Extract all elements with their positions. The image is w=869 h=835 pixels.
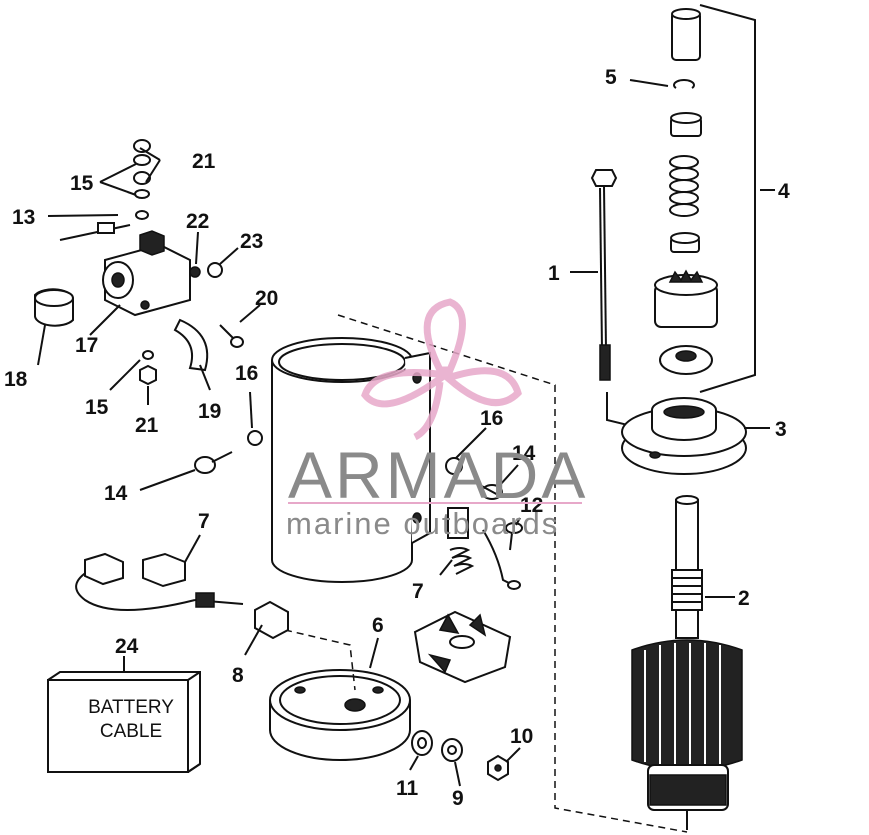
commutator-end-cap — [269, 669, 411, 761]
watermark-brand: ARMADA — [288, 438, 588, 512]
label-part-7-left: 7 — [198, 510, 210, 533]
terminal-insulator — [254, 600, 289, 640]
boot-18 — [33, 288, 75, 327]
spring-retainer — [670, 232, 700, 253]
label-part-8: 8 — [232, 664, 244, 687]
small-nut-22 — [189, 266, 201, 278]
assembly-outline — [337, 314, 688, 833]
label-part-17: 17 — [75, 334, 98, 357]
label-part-1: 1 — [548, 262, 560, 285]
label-part-12: 12 — [520, 494, 543, 517]
label-part-14-center: 14 — [512, 442, 536, 465]
hex-nut — [487, 754, 509, 782]
lock-washer-16-center — [445, 457, 463, 475]
label-part-11: 11 — [396, 777, 419, 800]
terminal-screw-14-center — [477, 483, 503, 500]
cap-guide — [284, 629, 356, 691]
drive-kit-bracket — [699, 4, 756, 393]
brush-lead — [482, 529, 521, 590]
small-nut-23 — [207, 262, 223, 278]
leader-lines — [37, 79, 775, 787]
armature — [631, 495, 743, 830]
label-part-16-center: 16 — [480, 407, 503, 430]
nut-washer-lower — [139, 350, 157, 386]
brush-cable-assembly — [75, 552, 244, 611]
nuts-and-washers-top — [133, 139, 151, 220]
part-labels: 5 4 1 3 2 21 15 13 22 23 20 17 18 16 15 … — [4, 66, 790, 810]
drive-end-cap — [621, 397, 747, 475]
anti-drift-spring — [669, 155, 699, 217]
lock-ring — [673, 79, 695, 89]
label-part-21-lower: 21 — [135, 414, 159, 437]
label-part-6: 6 — [372, 614, 384, 637]
flat-washer — [441, 738, 463, 762]
label-part-21-top: 21 — [192, 150, 216, 173]
label-part-10: 10 — [510, 725, 533, 748]
label-part-24: 24 — [115, 635, 139, 658]
solenoid-stud — [59, 222, 131, 241]
label-part-20: 20 — [255, 287, 278, 310]
label-part-19: 19 — [198, 400, 221, 423]
label-part-7-center: 7 — [412, 580, 424, 603]
watermark-tagline: marine outboards — [286, 506, 559, 541]
battery-cable-box — [47, 671, 201, 773]
label-part-3: 3 — [775, 418, 787, 441]
label-part-15-lower: 15 — [85, 396, 109, 419]
pinion-gear — [654, 269, 718, 328]
brush-spring-and-brush — [447, 507, 475, 575]
label-part-14-left: 14 — [104, 482, 128, 505]
label-part-9: 9 — [452, 787, 464, 810]
lock-washer-16-left — [247, 430, 263, 446]
drive-cap — [671, 8, 701, 61]
brush-holder — [413, 610, 512, 684]
watermark-logo — [361, 298, 522, 441]
bracket-screw-20 — [219, 324, 244, 348]
thrust-collar — [670, 112, 702, 137]
label-part-23: 23 — [240, 230, 263, 253]
label-part-4: 4 — [778, 180, 790, 203]
label-part-5: 5 — [605, 66, 617, 89]
battery-cable-line1: BATTERY — [88, 697, 174, 718]
terminal-screw-14-left — [194, 451, 233, 474]
ground-screw — [505, 522, 523, 551]
drive-nut — [659, 345, 713, 375]
mounting-bracket-19 — [173, 318, 209, 372]
through-bolt — [590, 169, 618, 381]
battery-cable-line2: CABLE — [100, 721, 162, 742]
insulating-washer — [411, 730, 433, 756]
label-part-22: 22 — [186, 210, 209, 233]
solenoid — [102, 230, 191, 317]
label-part-13: 13 — [12, 206, 35, 229]
label-part-18: 18 — [4, 368, 28, 391]
field-frame — [271, 337, 431, 583]
label-part-16-left: 16 — [235, 362, 258, 385]
label-part-15-top: 15 — [70, 172, 94, 195]
label-part-2: 2 — [738, 587, 750, 610]
